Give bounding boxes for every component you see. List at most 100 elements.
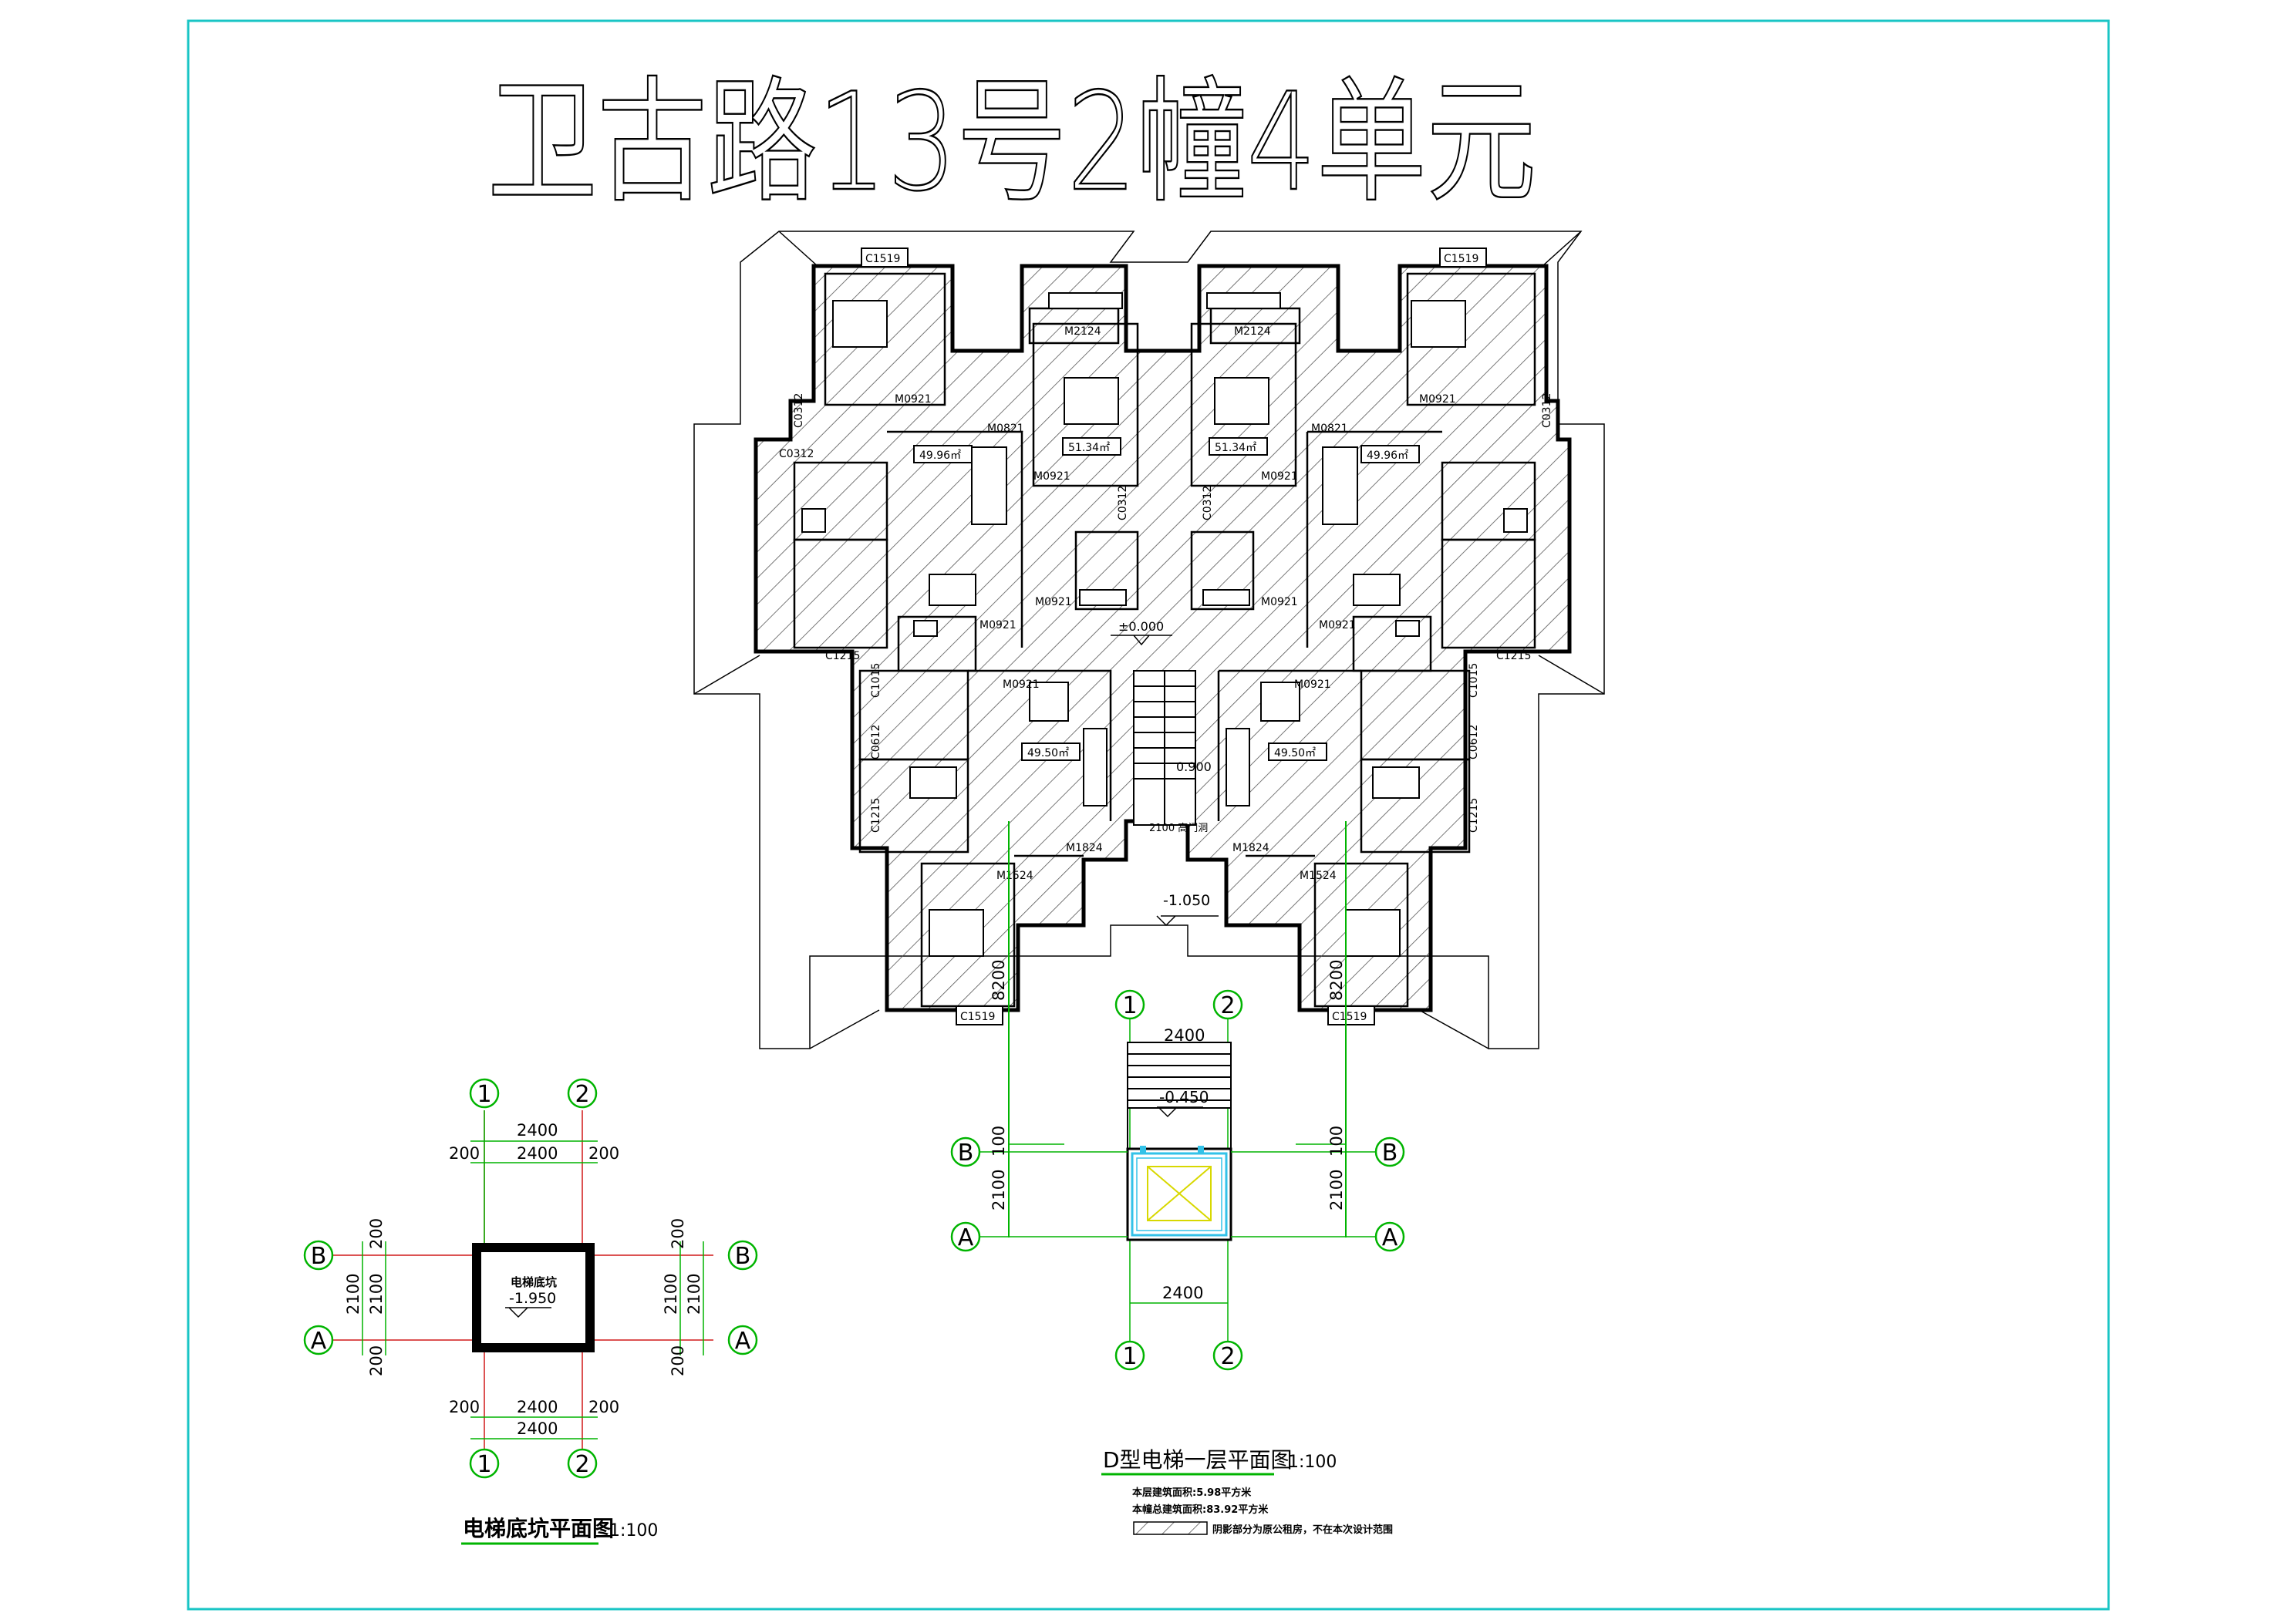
dim-label: 200 — [367, 1345, 386, 1376]
window-tag: C1519 — [865, 253, 900, 265]
dim-label: 100 — [990, 1126, 1008, 1157]
dim-label: 2400 — [1162, 1284, 1203, 1302]
grid-bubble-B: B — [735, 1243, 751, 1270]
dim-label: 2400 — [517, 1144, 558, 1163]
area-labels: 49.96㎡ 49.96㎡ 51.34㎡ 51.34㎡ 49.50㎡ 49.50… — [919, 442, 1408, 759]
dim-label: 2400 — [1164, 1026, 1205, 1045]
window-tag: C0312 — [1541, 393, 1553, 428]
dim-label: 200 — [588, 1398, 619, 1416]
grid-bubble-A: A — [958, 1224, 974, 1251]
area-value: 49.96㎡ — [1367, 450, 1408, 462]
grid-bubble-A: A — [1382, 1224, 1398, 1251]
hatch-legend-text: 阴影部分为原公租房，不在本次设计范围 — [1212, 1524, 1393, 1536]
grid-bubble-1: 1 — [477, 1451, 491, 1478]
stairwell — [1133, 670, 1196, 826]
hatch-legend-swatch — [1133, 1521, 1208, 1535]
area-value: 51.34㎡ — [1215, 442, 1256, 454]
window-tag: C0312 — [779, 448, 814, 460]
window-tag: C1215 — [825, 650, 860, 662]
window-tag: C0312 — [1202, 486, 1214, 520]
dim-label: 2400 — [517, 1121, 558, 1140]
level-labels: ±0.000 0.900 2100 高门洞 — [1118, 619, 1212, 834]
main-floor-plan: C1519 C1519 C1519 C1519 C0312 C0312 C031… — [693, 231, 1605, 1237]
door-tag: M1524 — [1300, 870, 1337, 882]
dim-label: 2100 — [367, 1274, 386, 1315]
level-mark: 0.900 — [1176, 759, 1212, 774]
area-value: 51.34㎡ — [1068, 442, 1110, 454]
plan-title: 电梯底坑平面图 — [463, 1516, 614, 1541]
grid-bubble-2: 2 — [575, 1451, 589, 1478]
entry-level: -1.050 — [1163, 892, 1210, 909]
door-tag: M0921 — [1261, 596, 1298, 608]
opening-label: 2100 高门洞 — [1149, 822, 1208, 834]
pit-label: 电梯底坑 — [511, 1275, 557, 1289]
dim-label: 2400 — [517, 1419, 558, 1438]
door-tag: M1524 — [996, 870, 1033, 882]
window-tag: C1215 — [1468, 798, 1480, 833]
dim-label: 2100 — [685, 1274, 703, 1315]
door-tag: M0921 — [1035, 596, 1072, 608]
grid-bubble-B: B — [958, 1140, 974, 1167]
window-tag: C1015 — [870, 663, 882, 698]
door-tag: M1824 — [1066, 842, 1103, 854]
door-tag: M2124 — [1064, 325, 1101, 338]
door-tag: M0921 — [1033, 470, 1070, 483]
dim-label: 200 — [367, 1218, 386, 1249]
dim-label: 2100 — [1327, 1170, 1346, 1211]
pit-level: -1.950 — [509, 1290, 556, 1307]
grid-bubble-B: B — [1382, 1140, 1398, 1167]
grid-bubble-2: 2 — [1220, 1343, 1235, 1370]
drawing-frame — [187, 19, 2110, 1611]
window-tag: C0312 — [793, 393, 805, 428]
area-note: 本层建筑面积:5.98平方米 — [1132, 1487, 1252, 1499]
dim-8200: 8200 — [990, 960, 1008, 1001]
elevator-pit-plan: 电梯底坑 -1.950 1 2 1 2 B A B A 2400 200 240… — [303, 1078, 758, 1545]
dim-label: 100 — [1327, 1126, 1346, 1157]
roof-eave-outline — [693, 231, 1605, 1049]
grid-bubble-2: 2 — [1220, 992, 1235, 1019]
window-labels: C1519 C1519 C1519 C1519 C0312 C0312 C031… — [779, 253, 1553, 1023]
dim-label: 200 — [449, 1144, 480, 1163]
grid-bubble-1: 1 — [477, 1081, 491, 1108]
window-tag: C1215 — [1496, 650, 1531, 662]
dim-label: 200 — [588, 1144, 619, 1163]
dim-label: 200 — [449, 1398, 480, 1416]
plan-scale: 1:100 — [609, 1521, 658, 1541]
drawing-title: 卫古路13号2幢4单元 — [487, 65, 1536, 221]
door-tag: M0921 — [1419, 393, 1456, 406]
window-tag: C1015 — [1468, 663, 1480, 698]
window-tag: C1519 — [1444, 253, 1478, 265]
door-tag: M0921 — [1003, 678, 1040, 691]
window-tag: C1215 — [870, 798, 882, 833]
door-tag: M0821 — [1311, 423, 1348, 435]
dim-label: 2100 — [990, 1170, 1008, 1211]
window-tag: C1519 — [960, 1011, 995, 1023]
plan-scale: 1:100 — [1288, 1453, 1337, 1472]
door-tag: M0921 — [1261, 470, 1298, 483]
window-tag: C0312 — [1117, 486, 1129, 520]
elevator-first-floor-plan: 1 2 2400 -0.450 — [950, 989, 1405, 1536]
door-tag: M0921 — [1294, 678, 1331, 691]
elevator-pit — [472, 1243, 595, 1352]
door-tag: M1824 — [1232, 842, 1269, 854]
door-labels: M2124 M2124 M0921 M0921 M0921 M0921 M092… — [895, 325, 1456, 882]
total-area-note: 本幢总建筑面积:83.92平方米 — [1132, 1503, 1269, 1516]
grid-bubble-A: A — [311, 1328, 327, 1355]
level-mark: -0.450 — [1159, 1088, 1209, 1106]
grid-bubble-B: B — [311, 1243, 327, 1270]
door-tag: M2124 — [1234, 325, 1271, 338]
grid-bubble-2: 2 — [575, 1081, 589, 1108]
grid-bubble-1: 1 — [1122, 1343, 1137, 1370]
door-tag: M0921 — [979, 619, 1017, 631]
dim-8200: 8200 — [1327, 960, 1346, 1001]
window-tag: C1519 — [1332, 1011, 1367, 1023]
window-tag: C0612 — [1468, 725, 1480, 759]
dim-label: 200 — [669, 1218, 687, 1249]
dim-label: 2100 — [662, 1274, 680, 1315]
dim-label: 2100 — [344, 1274, 362, 1315]
level-mark: ±0.000 — [1118, 619, 1164, 634]
dim-label: 2400 — [517, 1398, 558, 1416]
plan-title: D型电梯一层平面图 — [1103, 1447, 1293, 1473]
area-value: 49.96㎡ — [919, 450, 961, 462]
